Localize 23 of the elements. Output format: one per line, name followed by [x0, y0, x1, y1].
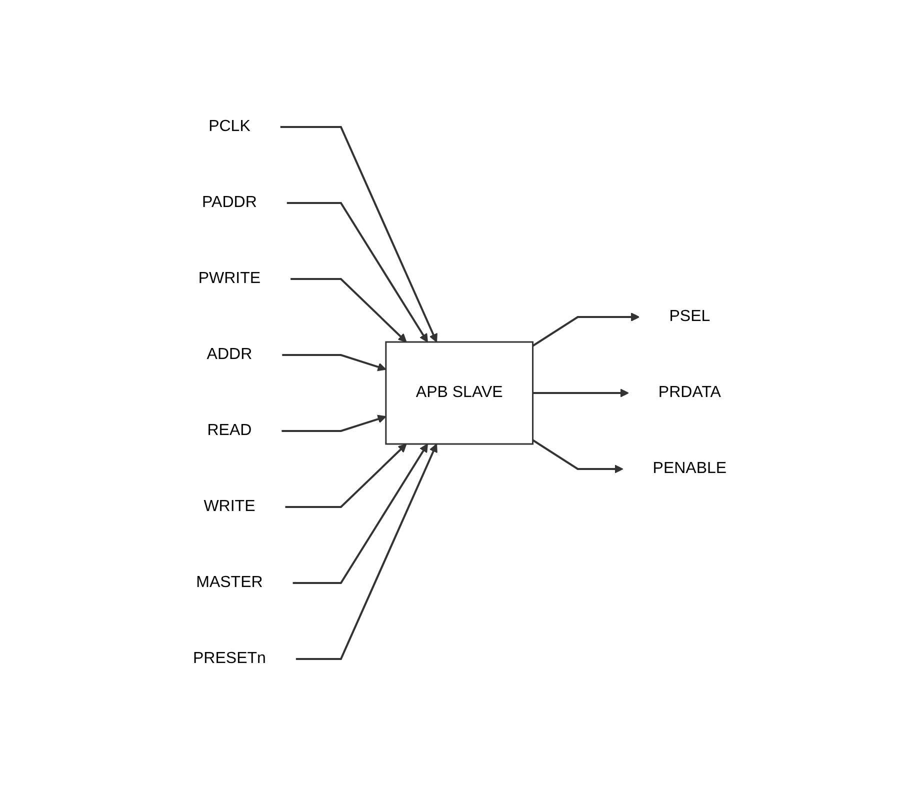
arrow — [532, 388, 629, 397]
node-text: PRESETn — [192, 650, 266, 666]
arrow — [290, 278, 406, 342]
node-text: READ — [206, 422, 252, 438]
node-box: APB SLAVE — [384, 340, 534, 444]
node-text: WRITE — [203, 498, 255, 514]
arrow — [286, 202, 428, 342]
node-text: PSEL — [668, 308, 710, 324]
node-text: MASTER — [196, 574, 262, 590]
arrow — [532, 312, 640, 346]
node-text: PRDATA — [658, 384, 721, 400]
node-text: PCLK — [208, 118, 250, 134]
arrow — [296, 443, 438, 660]
arrow — [282, 354, 386, 371]
node-text: PADDR — [202, 194, 257, 210]
arrow — [280, 126, 438, 342]
arrow — [292, 443, 428, 584]
node-text: ADDR — [206, 346, 252, 362]
arrow — [281, 414, 386, 432]
node-text: PWRITE — [198, 270, 260, 286]
node-text: PENABLE — [652, 460, 726, 476]
arrow — [532, 438, 623, 473]
arrow — [284, 443, 406, 508]
